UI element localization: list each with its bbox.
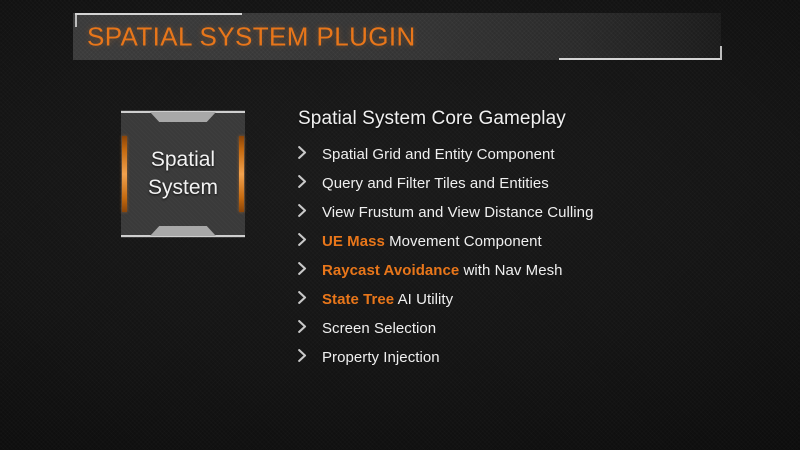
title-top-rule [75, 13, 242, 15]
list-item-text: AI Utility [394, 291, 454, 308]
list-item-label: Query and Filter Tiles and Entities [322, 175, 549, 192]
logo-bottom-rule [121, 235, 245, 237]
list-item-label: State Tree AI Utility [322, 291, 453, 308]
content-heading: Spatial System Core Gameplay [298, 108, 566, 129]
title-left-tick-rule [75, 13, 77, 27]
chevron-right-icon [298, 289, 322, 304]
page-title: SPATIAL SYSTEM PLUGIN [87, 21, 416, 51]
list-item-label: Raycast Avoidance with Nav Mesh [322, 262, 563, 279]
chevron-right-icon [298, 202, 322, 217]
chevron-tab-top-icon [150, 112, 216, 122]
list-item: UE Mass Movement Component [298, 231, 768, 260]
title-bar-texture [73, 13, 721, 60]
list-item-highlight: State Tree [322, 291, 395, 308]
list-item: Raycast Avoidance with Nav Mesh [298, 260, 768, 289]
list-item-highlight: UE Mass [322, 233, 385, 250]
chevron-tab-bottom-icon [150, 226, 216, 236]
chevron-right-icon [298, 231, 322, 246]
accent-bar-right-icon [239, 136, 244, 212]
list-item: View Frustum and View Distance Culling [298, 202, 768, 231]
list-item-text: with Nav Mesh [459, 262, 563, 279]
spatial-system-logo-panel: Spatial System [121, 110, 245, 238]
list-item: Property Injection [298, 347, 768, 376]
list-item-text: Property Injection [322, 349, 440, 366]
list-item-text: Query and Filter Tiles and Entities [322, 175, 549, 192]
chevron-right-icon [298, 260, 322, 275]
title-bottom-rule [559, 58, 722, 60]
list-item-label: Property Injection [322, 349, 440, 366]
list-item: Spatial Grid and Entity Component [298, 144, 768, 173]
chevron-right-icon [298, 144, 322, 159]
chevron-right-icon [298, 173, 322, 188]
logo-label: Spatial System [147, 148, 218, 199]
list-item-text: Movement Component [384, 233, 542, 250]
list-item-label: Spatial Grid and Entity Component [322, 146, 555, 163]
logo-panel-texture [121, 110, 245, 238]
slide-content: Spatial System Core Gameplay Spatial Gri… [298, 108, 768, 376]
list-item: State Tree AI Utility [298, 289, 768, 318]
list-item-highlight: Raycast Avoidance [322, 262, 460, 279]
chevron-right-icon [298, 347, 322, 362]
list-item-label: UE Mass Movement Component [322, 233, 542, 250]
list-item: Query and Filter Tiles and Entities [298, 173, 768, 202]
list-item-text: View Frustum and View Distance Culling [322, 204, 594, 221]
list-item: Screen Selection [298, 318, 768, 347]
list-item-text: Spatial Grid and Entity Component [322, 146, 555, 163]
accent-bar-left-icon [122, 136, 127, 212]
slide-title-bar: SPATIAL SYSTEM PLUGIN [73, 13, 721, 60]
chevron-right-icon [298, 318, 322, 333]
list-item-label: View Frustum and View Distance Culling [322, 204, 593, 221]
list-item-text: Screen Selection [322, 320, 437, 337]
list-item-label: Screen Selection [322, 320, 436, 337]
title-right-tick-rule [720, 46, 722, 60]
